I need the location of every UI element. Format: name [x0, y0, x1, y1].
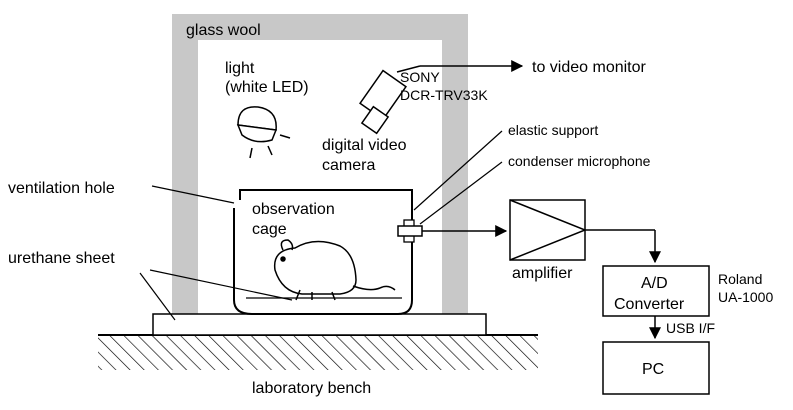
- bench-label: laboratory bench: [252, 380, 371, 397]
- ventilation-hole-label: ventilation hole: [8, 180, 115, 197]
- camera-label-line1: digital video: [322, 137, 407, 154]
- ventilation-hole-leader: [151, 185, 235, 204]
- video-camera-icon: [359, 69, 407, 135]
- pc-box: [602, 341, 710, 395]
- urethane-sheet: [152, 313, 487, 336]
- mouse-icon: [273, 239, 396, 301]
- microphone-leader: [419, 161, 503, 225]
- usb-label: USB I/F: [666, 320, 715, 336]
- ad-converter-box: [602, 265, 710, 317]
- elastic-support-leader: [413, 130, 503, 211]
- converter-label-line1: A/D: [641, 275, 668, 292]
- condenser-microphone: [397, 225, 423, 237]
- white-led-light-icon: [236, 106, 291, 159]
- urethane-leader-1: [139, 272, 176, 321]
- light-label-line2: (white LED): [225, 79, 309, 96]
- camera-label-line2: camera: [322, 157, 375, 174]
- glass-wool-label: glass wool: [186, 22, 261, 39]
- camera-model-line2: DCR-TRV33K: [400, 87, 488, 103]
- monitor-connection: [396, 65, 421, 73]
- camera-model-line1: SONY: [400, 69, 440, 85]
- bench-hatching: [98, 335, 538, 370]
- to-monitor-label: to video monitor: [532, 59, 647, 76]
- urethane-sheet-label: urethane sheet: [8, 250, 115, 267]
- urethane-leader-2: [149, 269, 293, 301]
- condenser-microphone-label: condenser microphone: [508, 153, 651, 169]
- amplifier-icon: [509, 199, 588, 261]
- converter-model-line1: Roland: [718, 271, 762, 287]
- cage-label-line1: observation: [252, 201, 335, 218]
- elastic-support-label: elastic support: [508, 122, 598, 138]
- converter-model-line2: UA-1000: [718, 289, 773, 305]
- converter-label-line2: Converter: [614, 296, 685, 313]
- cage-label-line2: cage: [252, 221, 287, 238]
- amplifier-label: amplifier: [512, 265, 573, 282]
- light-label-line1: light: [225, 60, 255, 77]
- pc-label: PC: [642, 361, 664, 378]
- glass-wool-enclosure: [172, 14, 468, 314]
- observation-cage: [233, 189, 413, 315]
